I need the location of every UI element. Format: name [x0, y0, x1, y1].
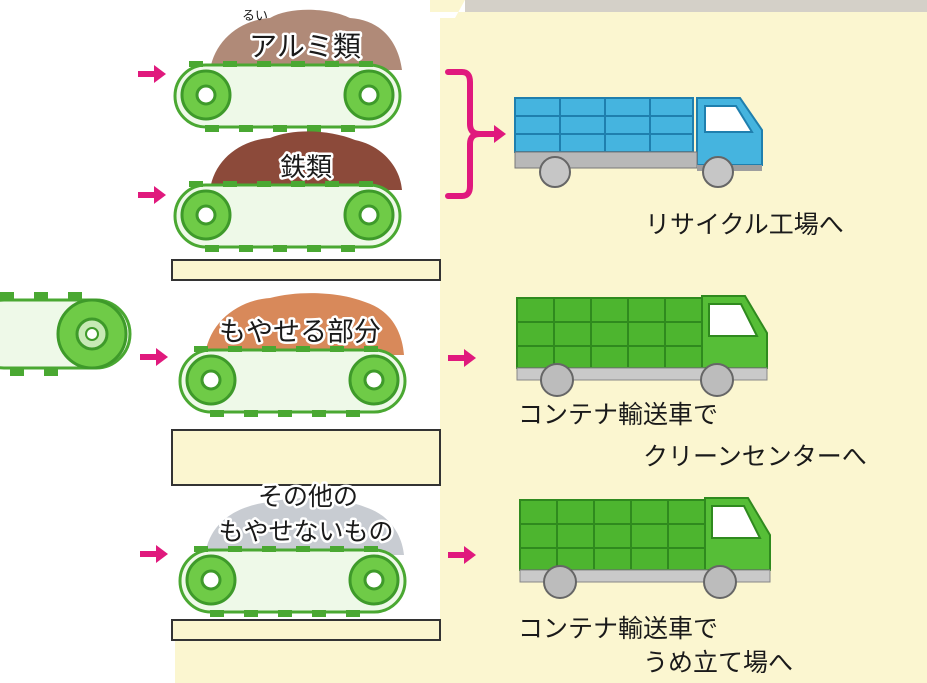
clean-center-line2: クリーンセンターへ: [643, 442, 867, 471]
conveyor-icon: [173, 179, 402, 254]
stream-aluminum: るい アルミ類: [138, 9, 402, 134]
iron-label: 鉄類: [280, 153, 332, 183]
stream-burnable: もやせる部分: [140, 293, 407, 419]
other-label-line1: その他の: [258, 482, 358, 511]
aluminum-pile: [210, 9, 402, 70]
other-pile: [205, 497, 404, 555]
burnable-pile: [205, 293, 404, 355]
burnable-label: もやせる部分: [219, 317, 381, 348]
recycle-destination-label: リサイクル工場へ: [645, 210, 844, 239]
aluminum-label: アルミ類: [249, 30, 361, 63]
aluminum-ruby: るい: [242, 9, 268, 24]
conveyor-icon: [173, 59, 402, 134]
stream-iron: 鉄類: [138, 131, 402, 254]
other-label-line2: もやせないもの: [218, 517, 393, 546]
clean-center-line1: コンテナ輸送車で: [518, 400, 718, 429]
landfill-line1: コンテナ輸送車で: [518, 614, 718, 643]
conveyor-icon: [178, 344, 407, 419]
stream-other: その他の もやせないもの: [140, 480, 407, 619]
photo-strip: [465, 0, 927, 12]
machine-shelves: [171, 259, 441, 641]
feed-conveyor-icon: [0, 292, 132, 376]
truck-icon: [514, 97, 763, 188]
iron-pile: [210, 131, 402, 190]
conveyor-icon: [178, 544, 407, 619]
landfill-line2: うめ立て場へ: [643, 648, 793, 677]
